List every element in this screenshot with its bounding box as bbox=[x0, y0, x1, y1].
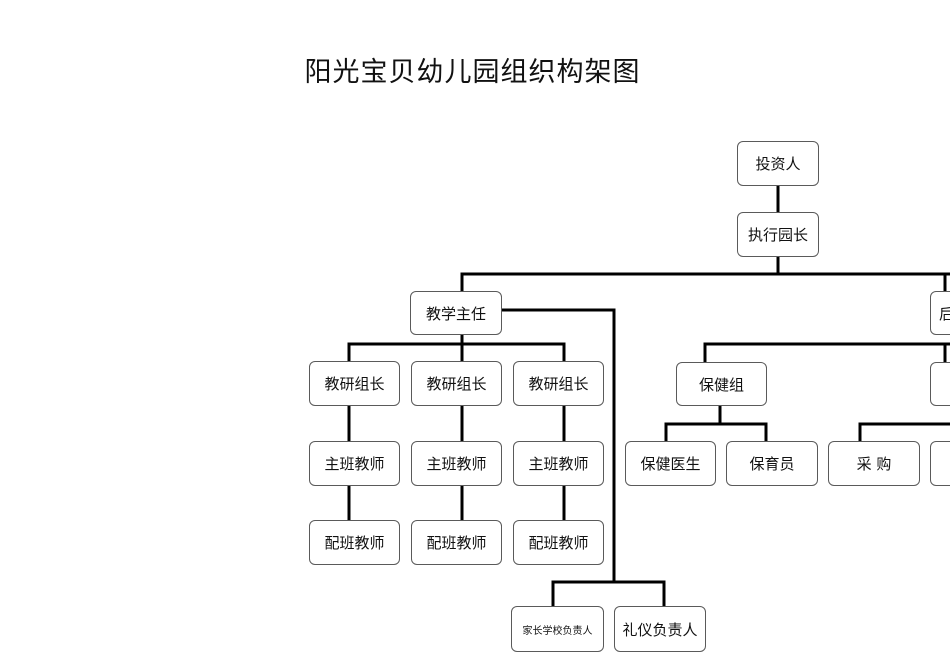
etiquette-head-node: 礼仪负责人 bbox=[614, 606, 706, 652]
assistant-teacher-node-1: 配班教师 bbox=[309, 520, 400, 565]
executive-principal-node: 执行园长 bbox=[737, 212, 819, 257]
head-teacher-node-3: 主班教师 bbox=[513, 441, 604, 486]
right-group-node-partial bbox=[930, 362, 950, 406]
childcare-worker-node: 保育员 bbox=[726, 441, 818, 486]
research-leader-node-3: 教研组长 bbox=[513, 361, 604, 406]
investor-node: 投资人 bbox=[737, 141, 819, 186]
research-leader-node-2: 教研组长 bbox=[411, 361, 502, 406]
chart-title: 阳光宝贝幼儿园组织构架图 bbox=[304, 57, 641, 88]
research-leader-node-1: 教研组长 bbox=[309, 361, 400, 406]
head-teacher-node-1: 主班教师 bbox=[309, 441, 400, 486]
assistant-teacher-node-3: 配班教师 bbox=[513, 520, 604, 565]
purchasing-node: 采 购 bbox=[828, 441, 920, 486]
logistics-node-partial: 后 bbox=[930, 291, 950, 335]
assistant-teacher-node-2: 配班教师 bbox=[411, 520, 502, 565]
right-box-node-partial bbox=[930, 441, 950, 486]
head-teacher-node-2: 主班教师 bbox=[411, 441, 502, 486]
health-doctor-node: 保健医生 bbox=[625, 441, 716, 486]
healthcare-group-node: 保健组 bbox=[676, 362, 767, 406]
parent-school-head-node: 家长学校负责人 bbox=[511, 606, 604, 652]
teaching-director-node: 教学主任 bbox=[410, 291, 502, 335]
